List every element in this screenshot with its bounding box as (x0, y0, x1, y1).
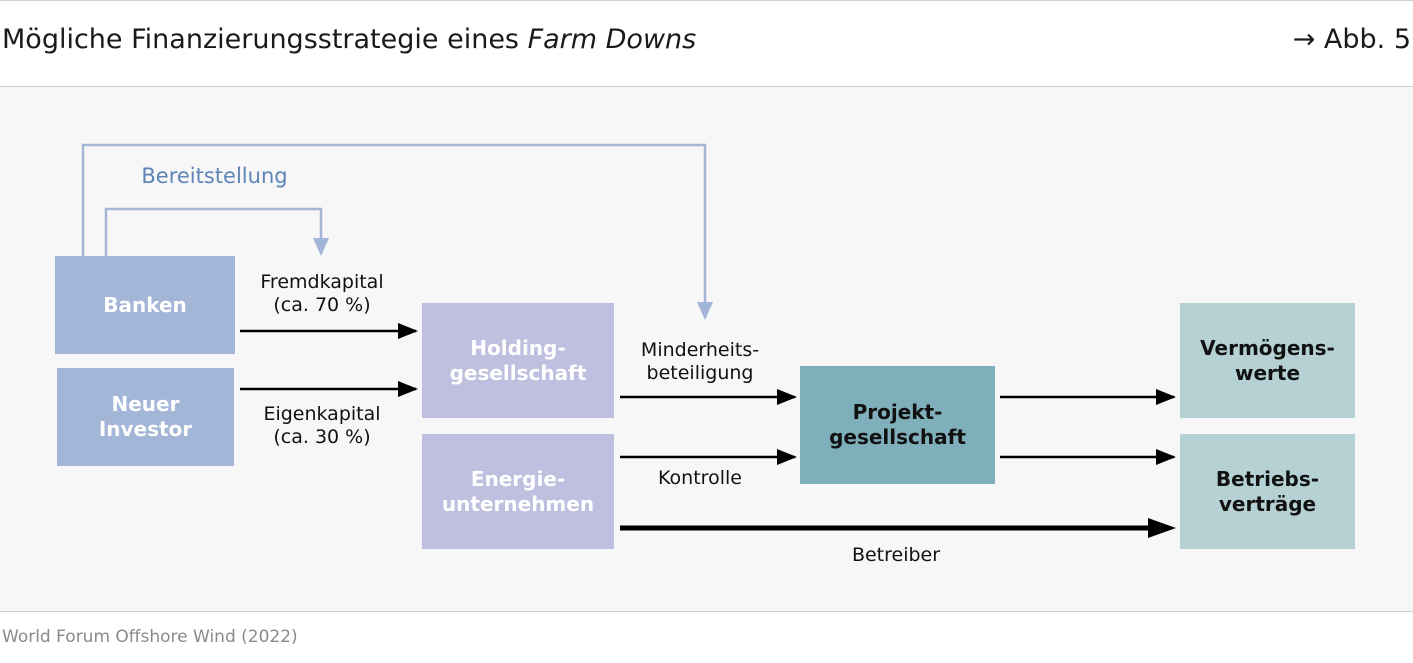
arrow-kontrolle-head (777, 449, 797, 465)
label-betreiber: Betreiber (851, 544, 941, 566)
label-minderheitsbeteiligung: Minderheits- beteiligung (640, 339, 760, 384)
arrow-fremdkapital-head (398, 323, 418, 339)
bereitstellung-outer-arrowhead (697, 302, 713, 320)
node-holdinggesellschaft: Holding- gesellschaft (422, 303, 614, 418)
label-fremdkapital: Fremdkapital (ca. 70 %) (260, 271, 384, 316)
figure-title: Mögliche Finanzierungsstrategie eines Fa… (2, 24, 696, 55)
arrow-betreiber-head (1148, 518, 1176, 538)
node-betriebsvertraege: Betriebs- verträge (1180, 434, 1355, 549)
title-prefix: Mögliche Finanzierungsstrategie eines (2, 24, 528, 55)
source-note: World Forum Offshore Wind (2022) (2, 627, 298, 647)
arrow-betrieb-head (1156, 449, 1176, 465)
arrow-eigenkapital-head (398, 381, 418, 397)
figure-header: Mögliche Finanzierungsstrategie eines Fa… (0, 0, 1413, 87)
title-emphasis: Farm Downs (527, 24, 697, 55)
node-projektgesellschaft: Projekt- gesellschaft (800, 366, 995, 484)
label-kontrolle: Kontrolle (658, 467, 742, 489)
node-energieunternehmen: Energie- unternehmen (422, 434, 614, 549)
arrow-vermoegen-head (1156, 389, 1176, 405)
diagram-canvas (0, 87, 1413, 612)
figure-reference: → Abb. 5 (1292, 24, 1411, 55)
node-vermoegenswerte: Vermögens- werte (1180, 303, 1355, 418)
bereitstellung-outer-line (81, 143, 707, 303)
node-banken: Banken (55, 256, 235, 354)
top-rule (0, 0, 1413, 1)
bereitstellung-inner-line (104, 207, 323, 256)
label-eigenkapital: Eigenkapital (ca. 30 %) (263, 403, 381, 448)
arrow-minderheit-head (777, 389, 797, 405)
label-bereitstellung: Bereitstellung (141, 164, 288, 188)
node-neuer-investor: Neuer Investor (57, 368, 234, 466)
bereitstellung-inner-arrowhead (313, 238, 329, 256)
